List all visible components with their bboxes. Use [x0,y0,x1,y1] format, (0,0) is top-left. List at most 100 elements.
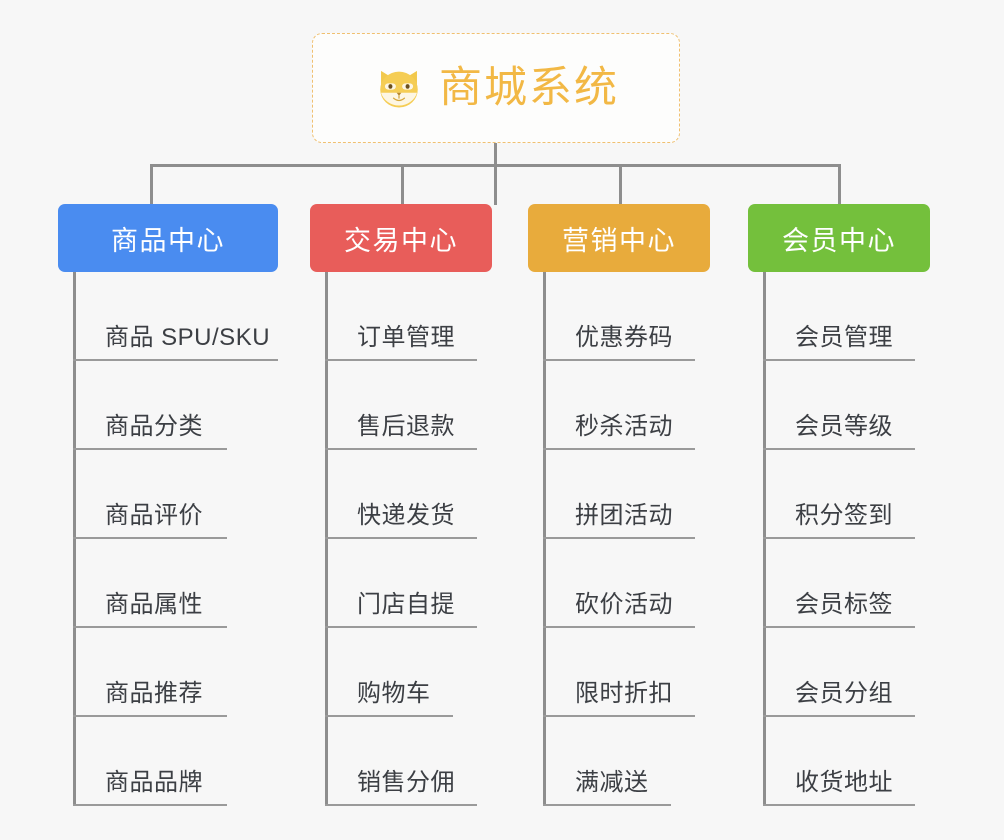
leaf-label: 售后退款 [357,412,455,440]
leaf-label: 秒杀活动 [575,412,673,440]
leaf-label: 销售分佣 [357,768,455,796]
leaf-label: 积分签到 [795,501,893,529]
connector-horizontal-bus [150,164,840,167]
leaf-label: 会员等级 [795,412,893,440]
leaf-item[interactable]: 购物车 [325,628,492,717]
leaf-item[interactable]: 商品推荐 [73,628,278,717]
leaf-item[interactable]: 商品属性 [73,539,278,628]
leaf-item[interactable]: 会员管理 [763,272,930,361]
branch-column-商品中心: 商品中心 商品 SPU/SKU 商品分类 商品评价 商品属性 商品推荐 [58,204,278,806]
leaf-item[interactable]: 会员标签 [763,539,930,628]
root-node[interactable]: 商城系统 [312,33,680,143]
leaf-list-1: 订单管理 售后退款 快递发货 门店自提 购物车 销售分佣 [310,272,492,806]
leaf-underline [543,804,671,806]
root-title: 商城系统 [439,63,619,112]
leaf-underline [73,804,227,806]
branch-trunk-2 [543,272,546,806]
leaf-item[interactable]: 会员等级 [763,361,930,450]
leaf-label: 会员标签 [795,590,893,618]
branch-header-2[interactable]: 营销中心 [528,204,710,272]
leaf-underline [763,804,915,806]
leaf-underline [325,359,477,361]
leaf-item[interactable]: 快递发货 [325,450,492,539]
leaf-underline [73,626,227,628]
branch-column-会员中心: 会员中心 会员管理 会员等级 积分签到 会员标签 会员分组 [748,204,930,806]
leaf-underline [763,715,915,717]
leaf-label: 门店自提 [357,590,455,618]
leaf-label: 会员管理 [795,323,893,351]
leaf-item[interactable]: 会员分组 [763,628,930,717]
branch-column-交易中心: 交易中心 订单管理 售后退款 快递发货 门店自提 购物车 [310,204,492,806]
leaf-underline [543,715,695,717]
branch-header-label-2: 营销中心 [562,225,676,256]
leaf-item[interactable]: 商品 SPU/SKU [73,272,278,361]
leaf-item[interactable]: 门店自提 [325,539,492,628]
leaf-item[interactable]: 售后退款 [325,361,492,450]
leaf-underline [763,626,915,628]
branch-column-营销中心: 营销中心 优惠券码 秒杀活动 拼团活动 砍价活动 限时折扣 [528,204,710,806]
leaf-item[interactable]: 秒杀活动 [543,361,710,450]
leaf-item[interactable]: 限时折扣 [543,628,710,717]
branch-trunk-1 [325,272,328,806]
connector-drop-branch-0 [150,164,153,206]
leaf-list-3: 会员管理 会员等级 积分签到 会员标签 会员分组 收货地址 [748,272,930,806]
leaf-item[interactable]: 收货地址 [763,717,930,806]
leaf-underline [73,537,227,539]
leaf-label: 满减送 [575,768,649,796]
branch-header-0[interactable]: 商品中心 [58,204,278,272]
leaf-label: 订单管理 [357,323,455,351]
leaf-item[interactable]: 积分签到 [763,450,930,539]
leaf-underline [543,448,695,450]
branch-header-label-3: 会员中心 [782,225,896,256]
leaf-label: 商品属性 [105,590,203,618]
leaf-underline [763,359,915,361]
leaf-item[interactable]: 订单管理 [325,272,492,361]
leaf-label: 限时折扣 [575,679,673,707]
leaf-underline [73,715,227,717]
leaf-list-0: 商品 SPU/SKU 商品分类 商品评价 商品属性 商品推荐 商品品牌 [58,272,278,806]
leaf-label: 商品分类 [105,412,203,440]
leaf-label: 优惠券码 [575,323,673,351]
leaf-underline [325,448,477,450]
leaf-item[interactable]: 砍价活动 [543,539,710,628]
leaf-item[interactable]: 拼团活动 [543,450,710,539]
leaf-underline [543,626,695,628]
leaf-label: 商品推荐 [105,679,203,707]
leaf-item[interactable]: 满减送 [543,717,710,806]
leaf-item[interactable]: 商品品牌 [73,717,278,806]
leaf-label: 快递发货 [357,501,455,529]
branch-trunk-3 [763,272,766,806]
shiba-dog-face-icon [373,63,425,113]
leaf-underline [763,448,915,450]
leaf-item[interactable]: 销售分佣 [325,717,492,806]
leaf-list-2: 优惠券码 秒杀活动 拼团活动 砍价活动 限时折扣 满减送 [528,272,710,806]
leaf-label: 砍价活动 [575,590,673,618]
leaf-underline [325,537,477,539]
leaf-underline [325,626,477,628]
leaf-underline [763,537,915,539]
leaf-item[interactable]: 商品评价 [73,450,278,539]
leaf-item[interactable]: 优惠券码 [543,272,710,361]
connector-root-stem [494,143,497,205]
leaf-underline [73,359,278,361]
leaf-underline [543,537,695,539]
leaf-underline [543,359,695,361]
connector-drop-branch-1 [401,164,404,206]
branch-header-3[interactable]: 会员中心 [748,204,930,272]
leaf-label: 商品评价 [105,501,203,529]
leaf-label: 商品品牌 [105,768,203,796]
leaf-underline [73,448,227,450]
connector-drop-branch-2 [619,164,622,206]
branch-header-1[interactable]: 交易中心 [310,204,492,272]
leaf-label: 收货地址 [795,768,893,796]
leaf-label: 会员分组 [795,679,893,707]
leaf-label: 购物车 [357,679,431,707]
leaf-underline [325,804,477,806]
leaf-item[interactable]: 商品分类 [73,361,278,450]
leaf-label: 商品 SPU/SKU [105,323,271,351]
leaf-underline [325,715,453,717]
connector-drop-branch-3 [838,164,841,206]
branch-trunk-0 [73,272,76,806]
branch-header-label-0: 商品中心 [111,225,225,256]
